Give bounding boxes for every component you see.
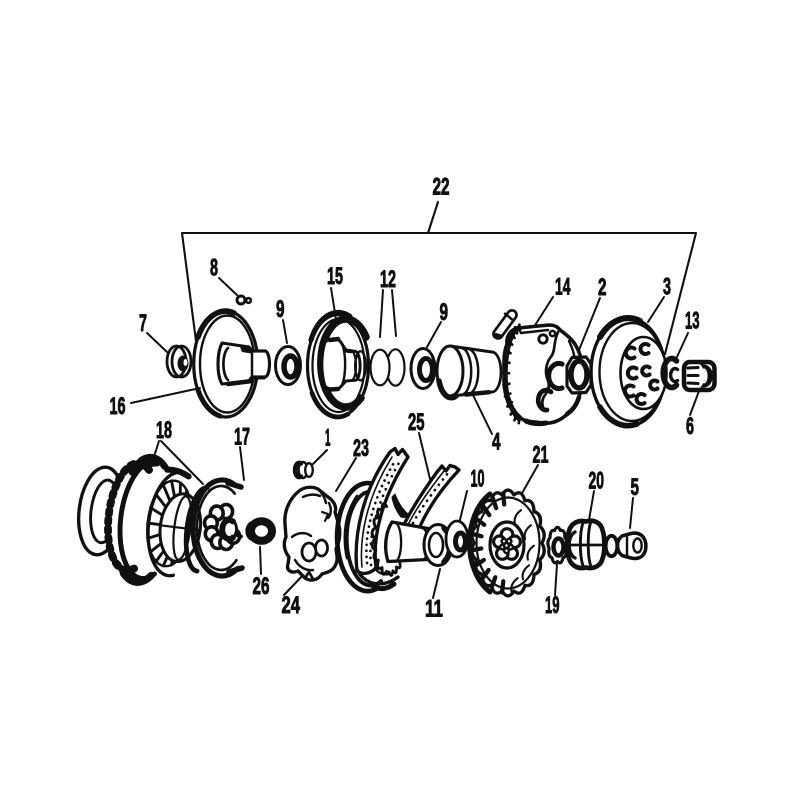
svg-text:9: 9 <box>440 299 449 326</box>
svg-text:23: 23 <box>353 435 369 462</box>
svg-text:8: 8 <box>210 255 218 282</box>
svg-text:24: 24 <box>282 592 301 619</box>
svg-text:17: 17 <box>234 424 250 451</box>
svg-text:20: 20 <box>589 468 605 495</box>
svg-text:19: 19 <box>545 592 560 619</box>
svg-text:21: 21 <box>533 442 549 469</box>
svg-text:15: 15 <box>327 263 343 290</box>
svg-text:3: 3 <box>663 274 671 301</box>
svg-text:26: 26 <box>253 573 270 600</box>
svg-text:7: 7 <box>139 310 147 337</box>
svg-text:10: 10 <box>471 466 485 493</box>
svg-text:14: 14 <box>555 274 571 301</box>
svg-text:13: 13 <box>685 308 700 335</box>
svg-text:11: 11 <box>425 596 443 623</box>
svg-text:9: 9 <box>276 296 285 323</box>
svg-text:12: 12 <box>380 266 396 293</box>
svg-text:25: 25 <box>408 409 425 436</box>
svg-text:5: 5 <box>631 474 640 501</box>
svg-text:4: 4 <box>492 429 501 456</box>
svg-text:2: 2 <box>598 274 607 301</box>
svg-text:22: 22 <box>433 174 450 201</box>
svg-text:18: 18 <box>156 417 172 444</box>
svg-text:1: 1 <box>325 425 331 452</box>
svg-text:16: 16 <box>110 393 126 420</box>
svg-text:6: 6 <box>686 413 694 440</box>
